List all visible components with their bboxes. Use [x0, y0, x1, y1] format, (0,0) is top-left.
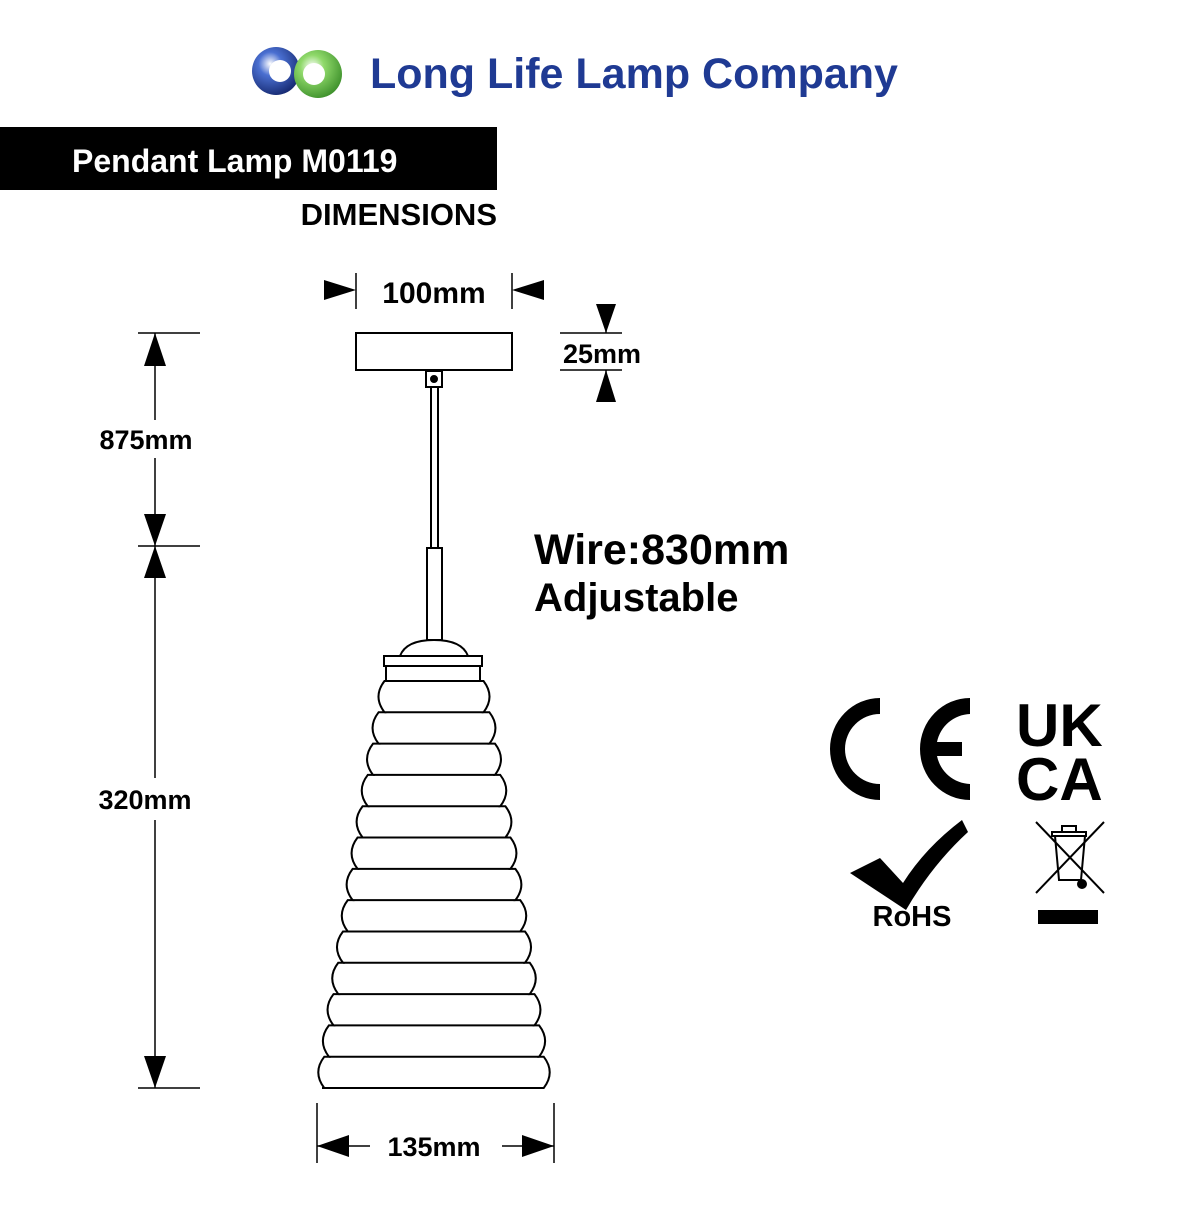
- dimensions-heading: DIMENSIONS: [301, 197, 497, 232]
- total-drop-dimension: [138, 332, 200, 547]
- company-name: Long Life Lamp Company: [370, 50, 898, 98]
- ukca-line2: CA: [1016, 746, 1103, 813]
- weee-crossed-bin-icon: [1035, 821, 1105, 924]
- ribbed-glass-shade: [317, 680, 551, 1089]
- wire-length-note: Wire:830mm: [534, 526, 789, 574]
- shade-width-label: 135mm: [387, 1132, 480, 1162]
- total-drop-label: 875mm: [99, 425, 192, 455]
- shade-outline: [317, 680, 551, 1089]
- cord-sleeve: [426, 547, 443, 641]
- ukca-line1: UK: [1016, 692, 1103, 759]
- shade-height-dimension: [138, 546, 200, 1089]
- product-title: Pendant Lamp M0119: [72, 143, 397, 179]
- shade-cap: [398, 638, 470, 657]
- canopy-width-label: 100mm: [382, 277, 485, 310]
- canopy-height-dimension: [560, 304, 622, 402]
- ceiling-canopy: [355, 332, 513, 371]
- rohs-label: RoHS: [873, 901, 952, 933]
- company-logo: [252, 47, 342, 98]
- interlocking-rings-logo-icon: [252, 47, 342, 98]
- shade-rim: [383, 655, 483, 667]
- lamp-outline: [317, 332, 551, 1089]
- canopy-width-dimension: [324, 273, 544, 309]
- wire-adjustable-note: Adjustable: [534, 576, 738, 620]
- ukca-mark-icon: UK CA: [1016, 692, 1103, 813]
- canopy-height-label: 25mm: [563, 339, 641, 369]
- ce-mark-icon: [830, 698, 970, 800]
- title-bar: [0, 127, 497, 190]
- shade-width-dimension: [316, 1103, 555, 1163]
- rohs-check-icon: RoHS: [850, 820, 968, 933]
- canopy-clip: [425, 370, 443, 388]
- shade-height-label: 320mm: [98, 785, 191, 815]
